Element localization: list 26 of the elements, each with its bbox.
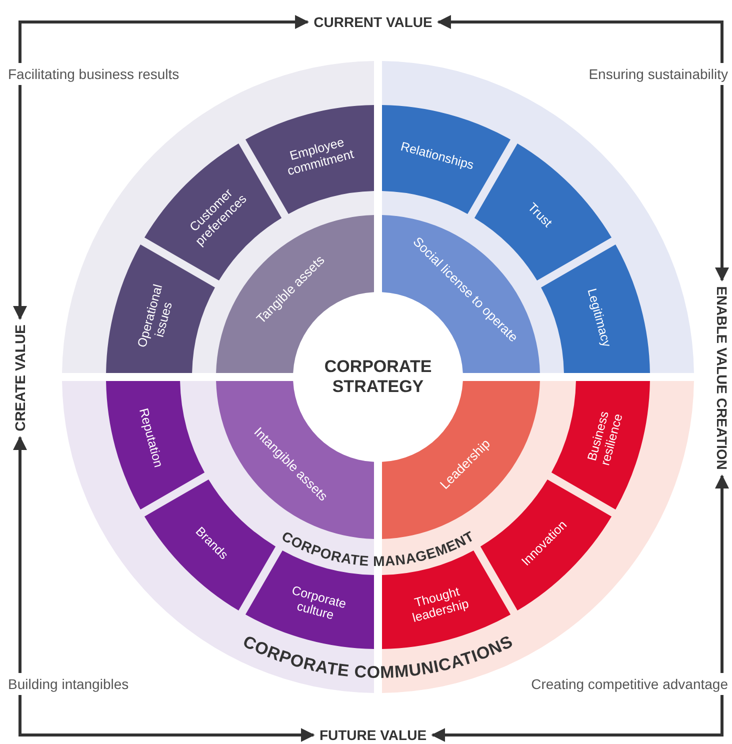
outer-segment [382,105,511,214]
outer-segment [144,479,276,611]
value-heading: FUTURE VALUE [319,727,427,743]
connector-arrow [13,85,27,320]
value-heading: CREATE VALUE [12,324,28,432]
outer-segment [144,143,282,281]
value-heading: CURRENT VALUE [314,14,432,30]
connector-arrow [13,436,27,673]
connector-arrow [18,695,315,742]
connector-arrow [18,15,310,63]
center-title: CORPORATE STRATEGY [323,356,433,398]
value-heading: ENABLE VALUE CREATION [714,286,730,470]
outer-segment [551,381,650,510]
goal-label: Building intangibles [8,676,129,692]
goal-label: Facilitating business results [8,66,180,82]
goal-label: Ensuring sustainability [588,66,728,82]
outer-segment [245,105,374,214]
connector-arrow [715,85,729,282]
connector-arrow [436,15,724,63]
segment-label: Business resilience [584,408,626,469]
connector-arrow [715,474,729,673]
connector-arrow [431,695,724,742]
outer-segment [474,143,612,281]
outer-segment [106,381,205,510]
outer-segment [541,244,650,373]
goal-label: Creating competitive advantage [531,676,728,692]
